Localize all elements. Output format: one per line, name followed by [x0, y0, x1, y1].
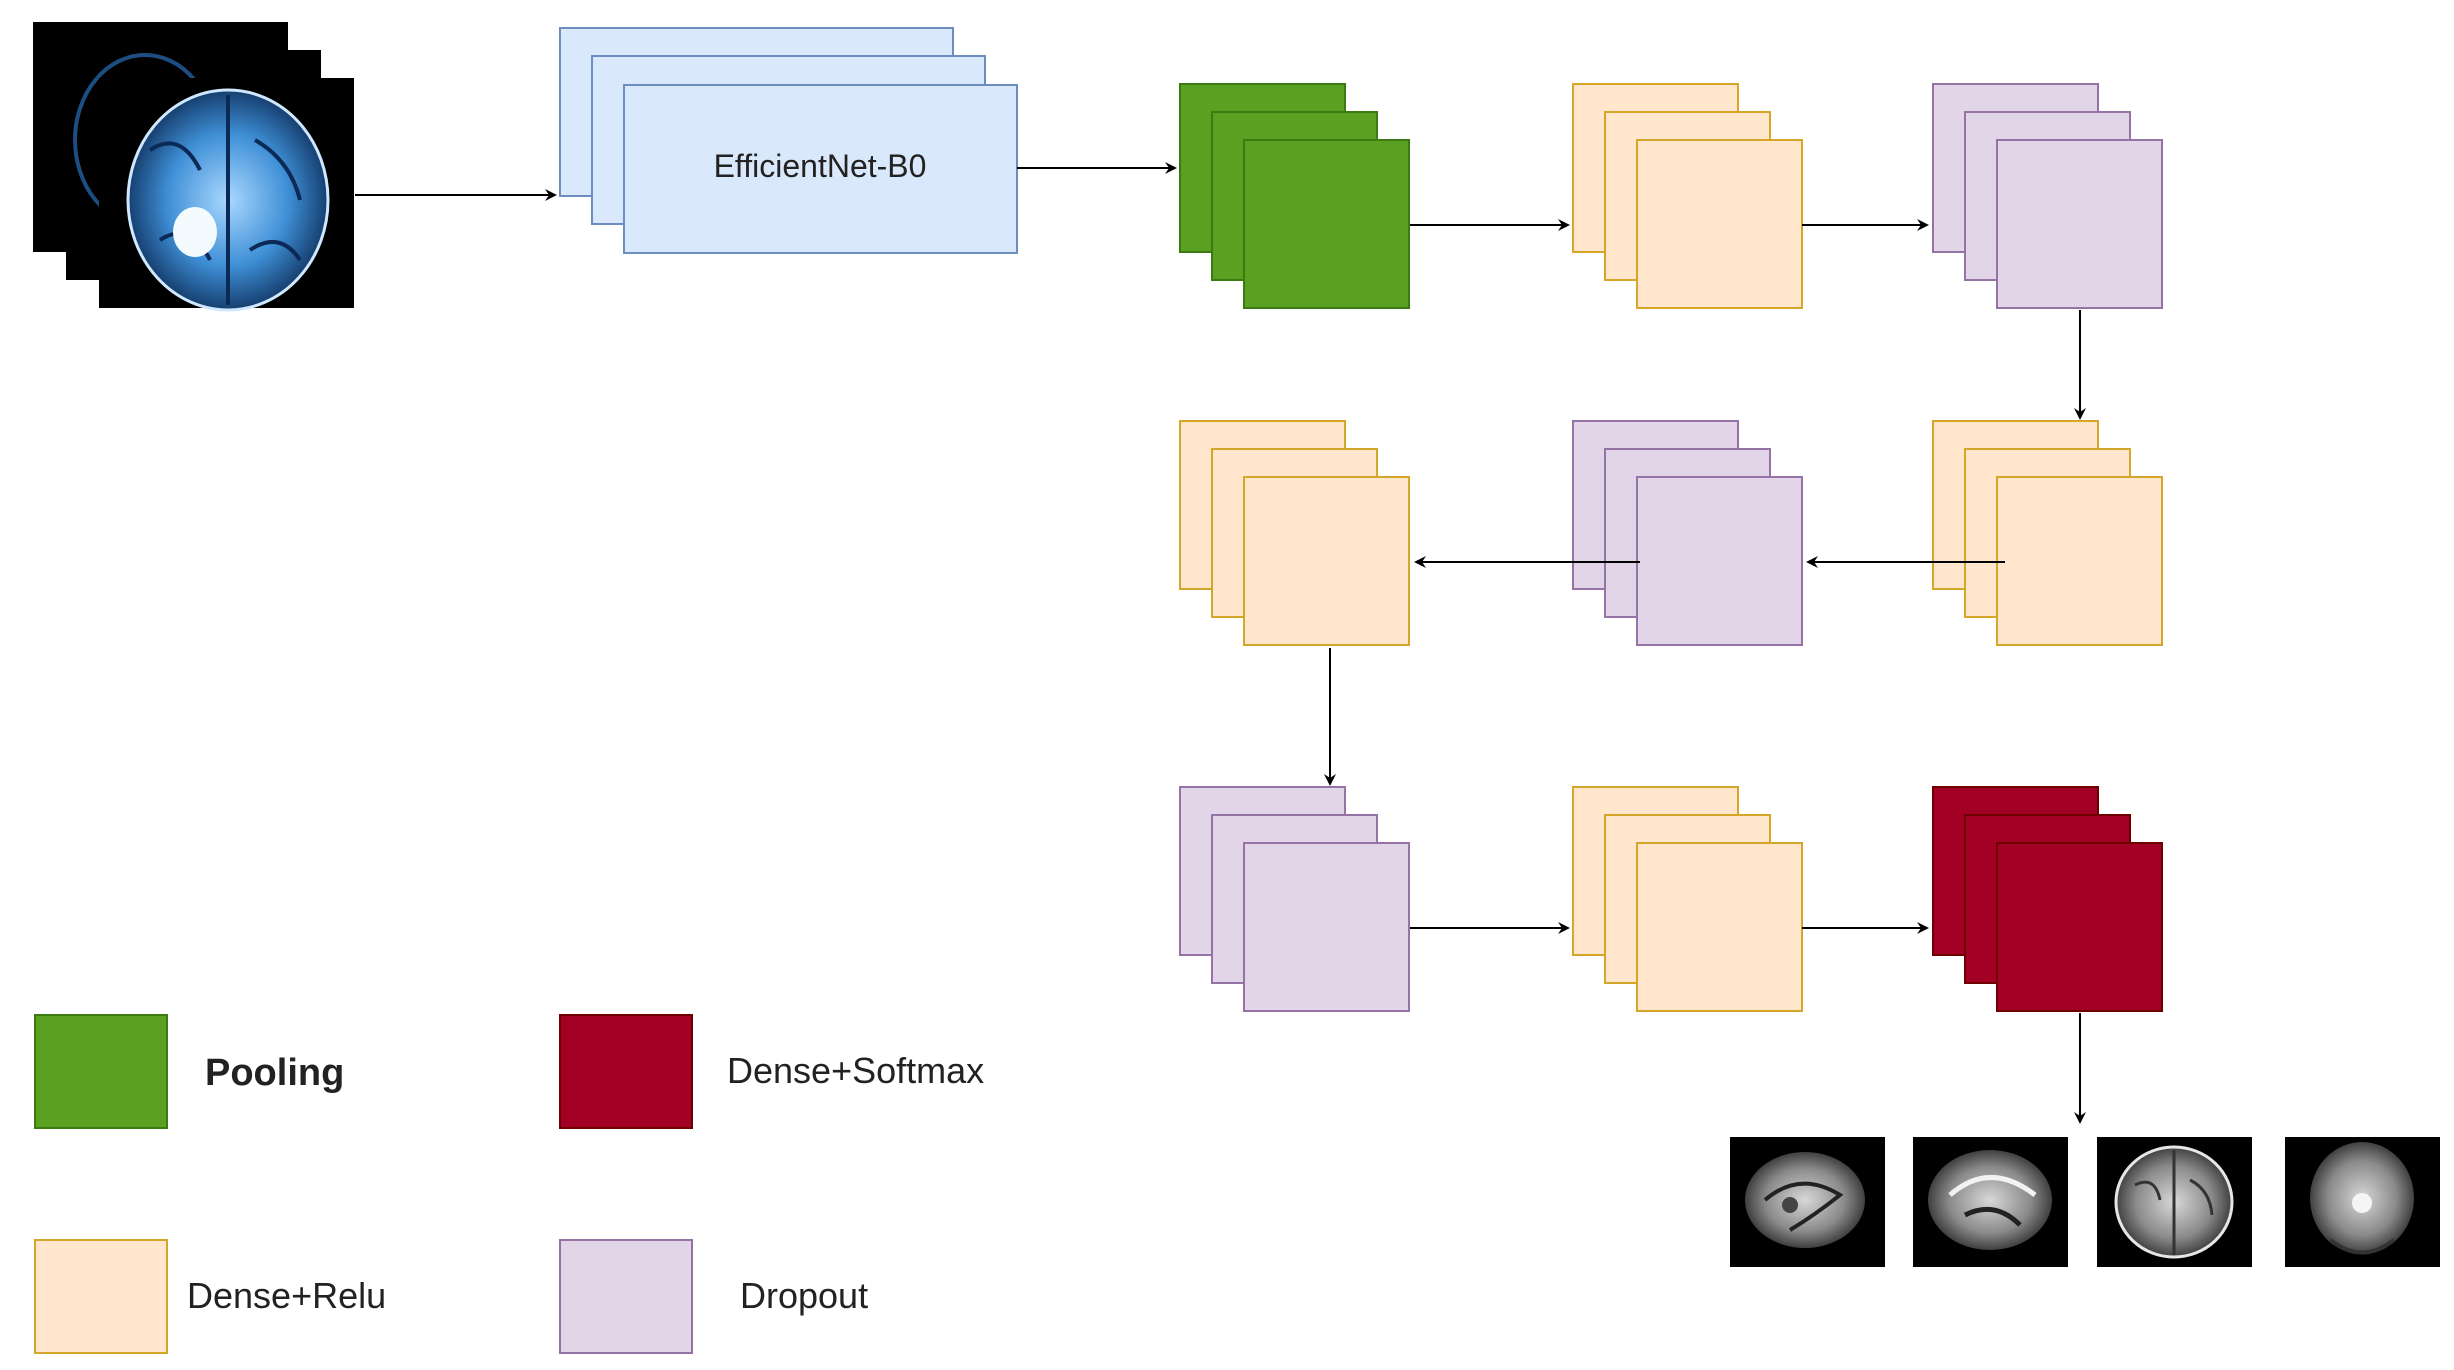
- layer-dropout-7: [1179, 786, 1410, 1012]
- layer-dense-relu-4: [1932, 420, 2163, 646]
- layer-card: [1636, 842, 1803, 1012]
- legend-label-pooling: Pooling: [205, 1052, 344, 1094]
- layer-card: [1996, 476, 2163, 646]
- layer-dropout-3: [1932, 83, 2163, 309]
- legend-label-dense-softmax: Dense+Softmax: [727, 1050, 984, 1091]
- output-image-2: [1913, 1137, 2068, 1267]
- legend-swatch-dense-relu: [34, 1239, 168, 1354]
- legend-swatch-dense-softmax: [559, 1014, 693, 1129]
- brain-mri-sagittal-icon: [1745, 1152, 1865, 1248]
- legend: Pooling Dense+Softmax Dense+Relu Dropout: [34, 1014, 984, 1354]
- layer-card: [1996, 139, 2163, 309]
- layer-dense-relu-8: [1572, 786, 1803, 1012]
- flow-arrows: [1324, 219, 2086, 1124]
- output-image-1: [1730, 1137, 1885, 1267]
- legend-swatch-pooling: [34, 1014, 168, 1129]
- brain-mri-sagittal-icon: [1928, 1150, 2052, 1250]
- backbone-block: EfficientNet-B0: [559, 27, 1018, 254]
- brain-mri-coronal-icon: [2310, 1142, 2414, 1255]
- output-images: [1730, 1137, 2440, 1267]
- input-image-stack: [33, 22, 354, 312]
- output-image-3: [2097, 1137, 2252, 1267]
- legend-label-dense-relu: Dense+Relu: [187, 1275, 386, 1316]
- layer-stacks: [1179, 83, 2163, 1012]
- layer-card: [1243, 139, 1410, 309]
- layer-dense-softmax-9: [1932, 786, 2163, 1012]
- layer-card: [1636, 139, 1803, 309]
- layer-dense-relu-2: [1572, 83, 1803, 309]
- backbone-label: EfficientNet-B0: [714, 148, 927, 184]
- brain-mri-axial-icon: [126, 88, 330, 312]
- legend-swatch-dropout: [559, 1239, 693, 1354]
- layer-card: [1636, 476, 1803, 646]
- legend-label-dropout: Dropout: [740, 1275, 868, 1316]
- layer-dense-relu-6: [1179, 420, 1410, 646]
- layer-card: [1243, 476, 1410, 646]
- output-image-4: [2285, 1137, 2440, 1267]
- layer-pooling-1: [1179, 83, 1410, 309]
- layer-card: [1996, 842, 2163, 1012]
- brain-mri-axial-icon: [2114, 1145, 2234, 1259]
- layer-dropout-5: [1572, 420, 1803, 646]
- layer-card: [1243, 842, 1410, 1012]
